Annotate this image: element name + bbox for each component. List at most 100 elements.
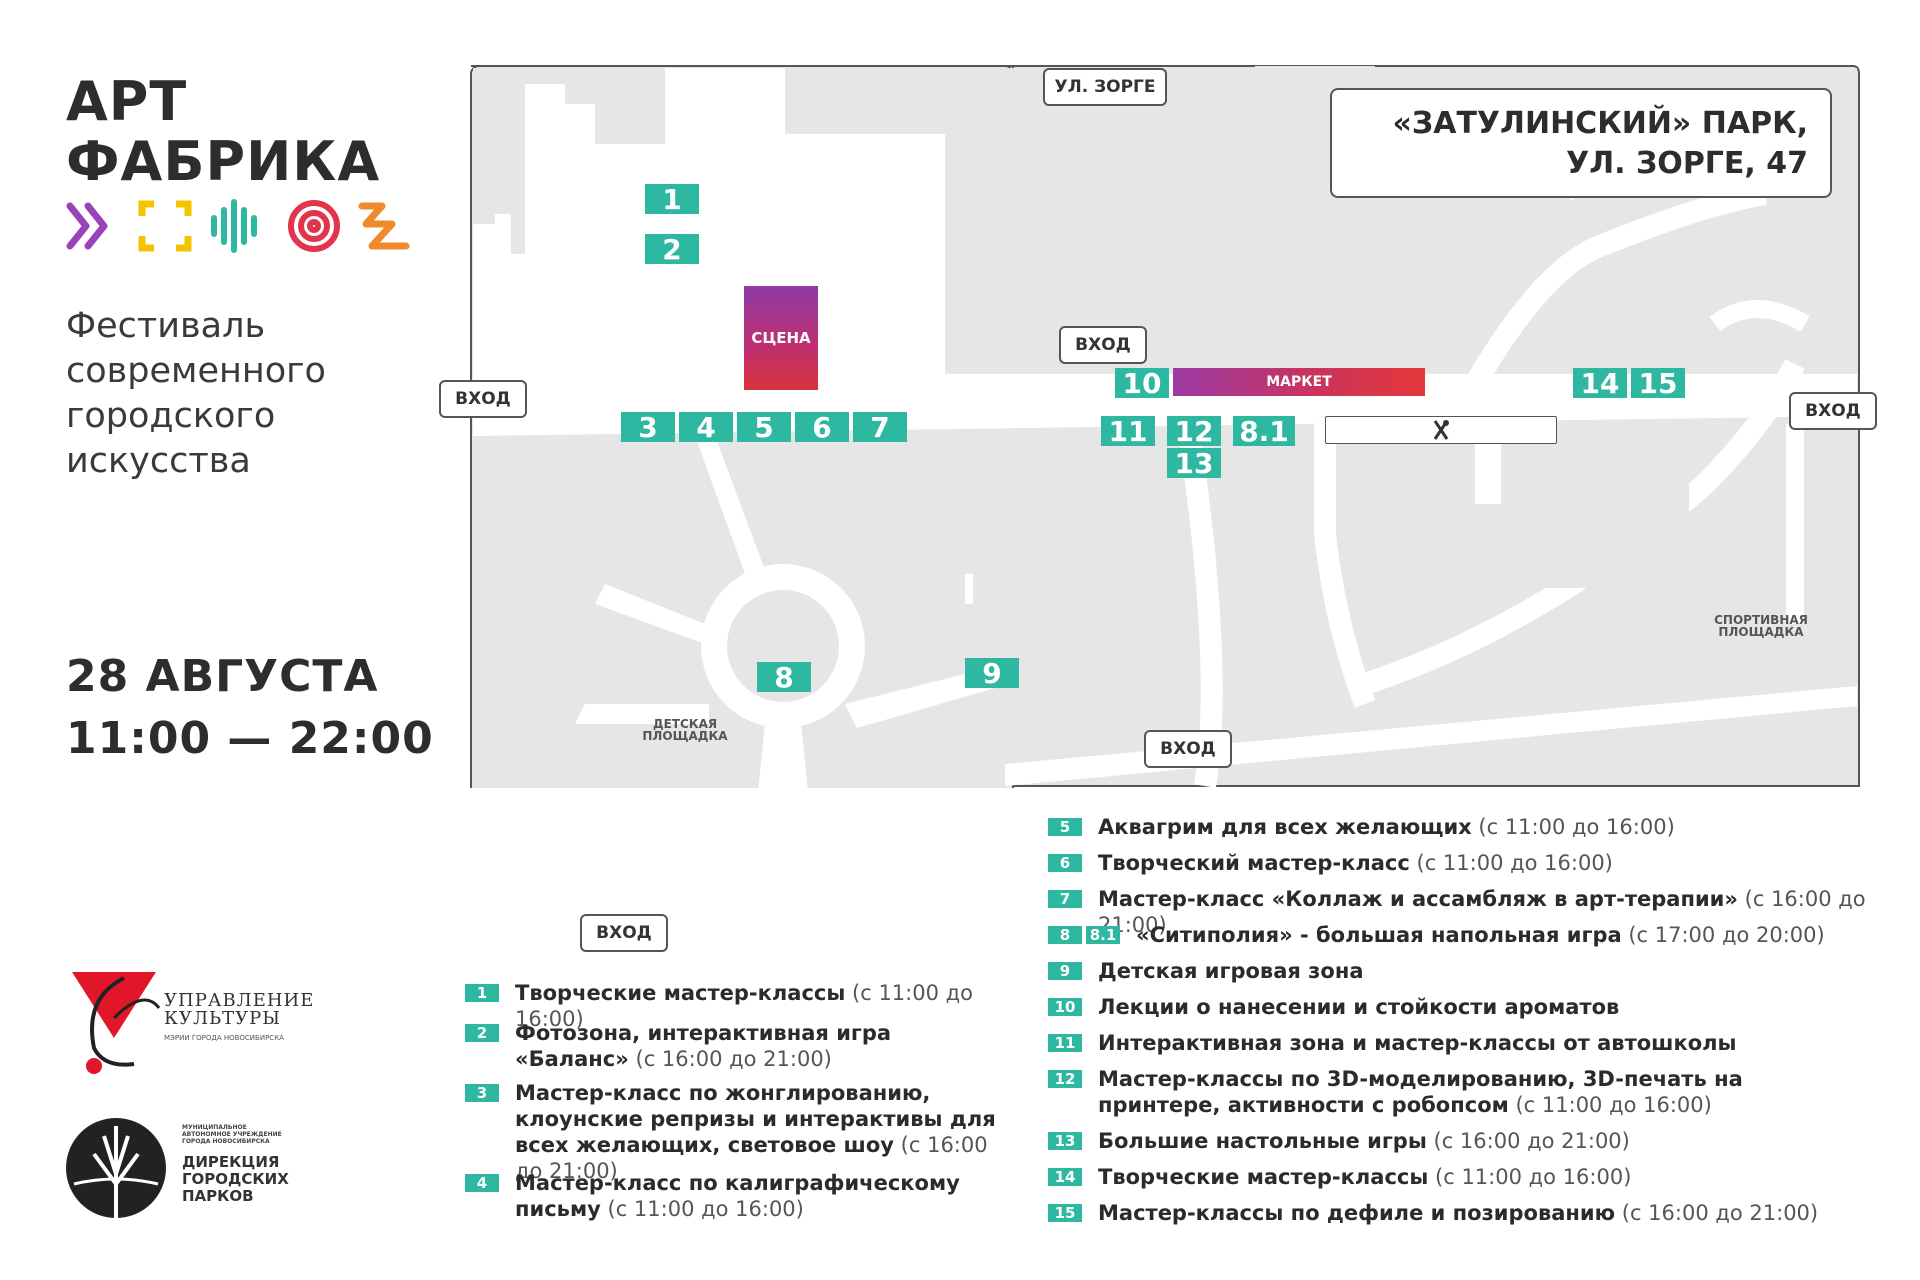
legend-number: 11 bbox=[1048, 1034, 1082, 1052]
street-label: УЛ. ЗОРГЕ bbox=[1043, 68, 1167, 106]
legend-number: 12 bbox=[1048, 1070, 1082, 1088]
legend-text: Мастер-классы по 3D-моделированию, 3D-пе… bbox=[1098, 1067, 1743, 1117]
food-court bbox=[1325, 416, 1557, 444]
chevrons-icon bbox=[66, 202, 108, 250]
legend-time: (с 17:00 до 20:00) bbox=[1628, 923, 1825, 947]
spiral-icon bbox=[288, 200, 340, 252]
legend-text: Творческие мастер-классы bbox=[1098, 1165, 1429, 1189]
playground-label: ДЕТСКАЯ ПЛОЩАДКА bbox=[635, 718, 735, 742]
festival-line: городского bbox=[66, 396, 276, 436]
map-pin-10: 10 bbox=[1115, 367, 1169, 400]
entrance-tag: ВХОД bbox=[1789, 392, 1877, 430]
map-pin-8: 8 bbox=[757, 661, 811, 694]
legend-time: (с 11:00 до 16:00) bbox=[515, 981, 974, 1031]
logo-line: ГОРОДА НОВОСИБИРСКА bbox=[182, 1138, 270, 1145]
logo-line: ГОРОДСКИХ bbox=[182, 1170, 289, 1188]
legend-time: (с 11:00 до 16:00) bbox=[607, 1197, 804, 1221]
frame-icon bbox=[138, 200, 192, 252]
legend-number: 6 bbox=[1048, 854, 1082, 872]
address-box: «ЗАТУЛИНСКИЙ» ПАРК, УЛ. ЗОРГЕ, 47 bbox=[1330, 88, 1832, 198]
legend-time: (с 16:00 до 21:00) bbox=[635, 1047, 832, 1071]
legend-time: (с 11:00 до 16:00) bbox=[1435, 1165, 1632, 1189]
soundwave-icon bbox=[211, 199, 257, 253]
festival-description: Фестиваль современного городского искусс… bbox=[66, 304, 326, 484]
title-line-1: АРТ bbox=[66, 70, 188, 133]
entrance-tag: ВХОД bbox=[1059, 326, 1147, 364]
map-pin-13: 13 bbox=[1167, 447, 1221, 480]
map-pin-15: 15 bbox=[1631, 367, 1685, 400]
culture-emblem-icon bbox=[72, 972, 161, 1074]
logo-line: ДИРЕКЦИЯ bbox=[182, 1153, 280, 1171]
culture-logo-subtitle: МЭРИИ ГОРОДА НОВОСИБИРСКА bbox=[164, 1034, 284, 1042]
logo-line: УПРАВЛЕНИЕ bbox=[164, 990, 315, 1011]
festival-line: Фестиваль bbox=[66, 306, 266, 346]
logo-line: ПАРКОВ bbox=[182, 1187, 254, 1205]
legend-time: (с 11:00 до 16:00) bbox=[1515, 1093, 1712, 1117]
map-pin-6: 6 bbox=[795, 411, 849, 444]
legend-item-12: 12 Мастер-классы по 3D-моделированию, 3D… bbox=[1048, 1066, 1808, 1118]
event-date: 28 АВГУСТА bbox=[66, 651, 379, 702]
legend-item-7: 7 Мастер-класс «Коллаж и ассамбляж в арт… bbox=[1048, 886, 1868, 938]
label-line: ПЛОЩАДКА bbox=[1718, 625, 1804, 639]
entrance-tag: ВХОД bbox=[1144, 730, 1232, 768]
legend-number: 15 bbox=[1048, 1204, 1082, 1222]
map-pin-5: 5 bbox=[737, 411, 791, 444]
market-area: МАРКЕТ bbox=[1173, 368, 1425, 396]
legend-item-13: 13 Большие настольные игры (с 16:00 до 2… bbox=[1048, 1128, 1868, 1154]
festival-icons bbox=[66, 199, 410, 253]
legend-item-11: 11 Интерактивная зона и мастер-классы от… bbox=[1048, 1030, 1868, 1056]
legend-text: Аквагрим для всех желающих bbox=[1098, 815, 1472, 839]
map-pin-4: 4 bbox=[679, 411, 733, 444]
cutlery-icon bbox=[1433, 420, 1449, 440]
festival-line: современного bbox=[66, 351, 326, 391]
legend-number: 1 bbox=[465, 984, 499, 1002]
legend-item-2: 2 Фотозона, интерактивная игра «Баланс» … bbox=[465, 1020, 1005, 1072]
park-map: «ЗАТУЛИНСКИЙ» ПАРК, УЛ. ЗОРГЕ, 47 УЛ. ЗО… bbox=[439, 64, 1877, 788]
legend-text: Лекции о нанесении и стойкости ароматов bbox=[1098, 995, 1620, 1019]
legend-item-5: 5 Аквагрим для всех желающих (с 11:00 до… bbox=[1048, 814, 1868, 840]
stage-area: СЦЕНА bbox=[744, 286, 818, 390]
legend-number: 14 bbox=[1048, 1168, 1082, 1186]
legend-number: 8 bbox=[1048, 926, 1082, 944]
legend-text: Творческий мастер-класс bbox=[1098, 851, 1410, 875]
culture-logo-text: УПРАВЛЕНИЕ КУЛЬТУРЫ bbox=[164, 992, 314, 1028]
legend-time: (с 16:00 до 21:00) bbox=[515, 1133, 988, 1183]
label-line: ДЕТСКАЯ bbox=[652, 717, 718, 731]
legend-item-15: 15 Мастер-классы по дефиле и позированию… bbox=[1048, 1200, 1868, 1226]
map-pin-7: 7 bbox=[853, 411, 907, 444]
event-time: 11:00 — 22:00 bbox=[66, 713, 434, 764]
legend-number: 2 bbox=[465, 1024, 499, 1042]
legend-number: 3 bbox=[465, 1084, 499, 1102]
legend-item-3: 3 Мастер-класс по жонглированию, клоунск… bbox=[465, 1080, 1005, 1184]
legend-time: (с 11:00 до 16:00) bbox=[1478, 815, 1675, 839]
legend-text: Мастер-классы по дефиле и позированию bbox=[1098, 1201, 1616, 1225]
map-pin-8-1: 8.1 bbox=[1233, 415, 1295, 448]
map-pin-1: 1 bbox=[645, 183, 699, 216]
legend-text: Интерактивная зона и мастер-классы от ав… bbox=[1098, 1031, 1737, 1055]
parks-logo-text: ДИРЕКЦИЯ ГОРОДСКИХ ПАРКОВ bbox=[182, 1154, 289, 1205]
legend-item-9: 9 Детская игровая зона bbox=[1048, 958, 1868, 984]
legend-number: 5 bbox=[1048, 818, 1082, 836]
map-pin-2: 2 bbox=[645, 233, 699, 266]
legend-time: (с 16:00 до 21:00) bbox=[1433, 1129, 1630, 1153]
legend-time: (с 16:00 до 21:00) bbox=[1098, 887, 1866, 937]
map-pin-11: 11 bbox=[1101, 415, 1155, 448]
squiggle-icon bbox=[358, 202, 410, 250]
legend-text: Мастер-класс «Коллаж и ассамбляж в арт-т… bbox=[1098, 887, 1738, 911]
logo-line: МУНИЦИПАЛЬНОЕ bbox=[182, 1124, 247, 1131]
map-pin-3: 3 bbox=[621, 411, 675, 444]
entrance-tag: ВХОД bbox=[580, 914, 668, 952]
address-line-2: УЛ. ЗОРГЕ, 47 bbox=[1566, 146, 1808, 181]
legend-item-6: 6 Творческий мастер-класс (с 11:00 до 16… bbox=[1048, 850, 1868, 876]
legend-item-14: 14 Творческие мастер-классы (с 11:00 до … bbox=[1048, 1164, 1868, 1190]
legend-text: «Ситиполия» - большая напольная игра bbox=[1136, 923, 1622, 947]
legend-number: 8.1 bbox=[1086, 926, 1120, 944]
map-pin-9: 9 bbox=[965, 657, 1019, 690]
legend-text: Мастер-класс по жонглированию, клоунские… bbox=[515, 1081, 996, 1157]
legend-number: 9 bbox=[1048, 962, 1082, 980]
legend-number: 7 bbox=[1048, 890, 1082, 908]
label-line: СПОРТИВНАЯ bbox=[1714, 613, 1808, 627]
legend-item-1: 1 Творческие мастер-классы (с 11:00 до 1… bbox=[465, 980, 1005, 1032]
legend-item-4: 4 Мастер-класс по калиграфическому письм… bbox=[465, 1170, 1005, 1222]
label-line: ПЛОЩАДКА bbox=[642, 729, 728, 743]
